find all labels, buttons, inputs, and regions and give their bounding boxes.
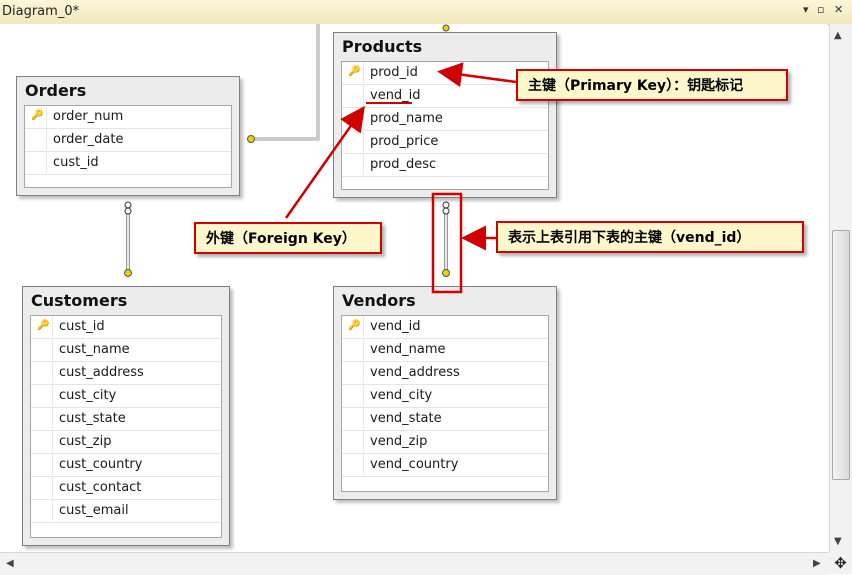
column-row[interactable]: prod_desc	[342, 154, 548, 177]
foreign-key-column: vend_id	[370, 88, 421, 103]
column-row[interactable]: vend_id	[342, 85, 548, 108]
table-products[interactable]: Products 🔑prod_id vend_id prod_name prod…	[333, 32, 557, 198]
column-row[interactable]: vend_country	[342, 454, 548, 477]
column-row[interactable]: cust_id	[25, 152, 231, 175]
foreign-key-arrow	[284, 105, 365, 219]
document-tab-bar: Diagram_0* ▾ ▫ ✕	[0, 0, 852, 25]
column-row[interactable]: vend_city	[342, 385, 548, 408]
relationship-lines	[124, 24, 450, 277]
column-row[interactable]: 🔑order_num	[25, 106, 231, 129]
restore-icon[interactable]: ▫	[817, 3, 825, 16]
column-list: 🔑cust_id cust_name cust_address cust_cit…	[30, 315, 222, 538]
relation-callout: 表示上表引用下表的主键（vend_id）	[496, 221, 804, 253]
scroll-left-icon[interactable]: ◀	[6, 558, 14, 569]
move-icon[interactable]: ✥	[829, 552, 852, 574]
key-icon: 🔑	[37, 320, 50, 331]
column-row[interactable]: cust_email	[31, 500, 221, 523]
key-icon: 🔑	[348, 66, 361, 77]
column-row[interactable]: vend_name	[342, 339, 548, 362]
vertical-scroll-thumb[interactable]	[832, 230, 850, 480]
column-row[interactable]: cust_zip	[31, 431, 221, 454]
table-orders[interactable]: Orders 🔑order_num order_date cust_id	[16, 76, 240, 196]
table-title: Vendors	[342, 291, 416, 310]
key-icon: 🔑	[348, 320, 361, 331]
document-tab-title[interactable]: Diagram_0*	[2, 4, 80, 19]
table-vendors[interactable]: Vendors 🔑vend_id vend_name vend_address …	[333, 286, 557, 500]
close-icon[interactable]: ✕	[834, 3, 844, 16]
foreign-key-callout: 外键（Foreign Key）	[194, 222, 382, 254]
column-row[interactable]: cust_state	[31, 408, 221, 431]
table-title: Products	[342, 37, 423, 56]
relationship-highlight	[431, 192, 463, 294]
link-key-end-top	[442, 24, 450, 32]
column-row[interactable]: 🔑vend_id	[342, 316, 548, 339]
table-customers[interactable]: Customers 🔑cust_id cust_name cust_addres…	[22, 286, 230, 546]
column-row[interactable]: vend_zip	[342, 431, 548, 454]
annotation-overlay	[284, 62, 517, 294]
column-row[interactable]: cust_city	[31, 385, 221, 408]
column-row[interactable]: 🔑cust_id	[31, 316, 221, 339]
primary-key-callout: 主键（Primary Key）：钥匙标记	[516, 69, 788, 101]
column-row[interactable]: cust_name	[31, 339, 221, 362]
column-row[interactable]: order_date	[25, 129, 231, 152]
column-row[interactable]: vend_state	[342, 408, 548, 431]
diagram-canvas[interactable]: Orders 🔑order_num order_date cust_id Pro…	[0, 24, 828, 552]
table-title: Orders	[25, 81, 87, 100]
column-row[interactable]: cust_contact	[31, 477, 221, 500]
dropdown-icon[interactable]: ▾	[803, 3, 809, 16]
column-list: 🔑order_num order_date cust_id	[24, 105, 232, 188]
scroll-up-icon[interactable]: ▲	[834, 30, 842, 41]
key-icon: 🔑	[31, 110, 44, 121]
horizontal-scrollbar[interactable]: ◀ ▶	[0, 552, 829, 575]
column-row[interactable]: prod_price	[342, 131, 548, 154]
link-key-end	[247, 135, 255, 143]
primary-key-arrow	[437, 62, 517, 88]
column-row[interactable]: cust_address	[31, 362, 221, 385]
column-list: 🔑vend_id vend_name vend_address vend_cit…	[341, 315, 549, 492]
table-title: Customers	[31, 291, 128, 310]
scroll-right-icon[interactable]: ▶	[813, 558, 821, 569]
scroll-down-icon[interactable]: ▼	[834, 536, 842, 547]
column-row[interactable]: cust_country	[31, 454, 221, 477]
vertical-scrollbar[interactable]: ▲ ▼	[829, 24, 852, 552]
column-row[interactable]: vend_address	[342, 362, 548, 385]
